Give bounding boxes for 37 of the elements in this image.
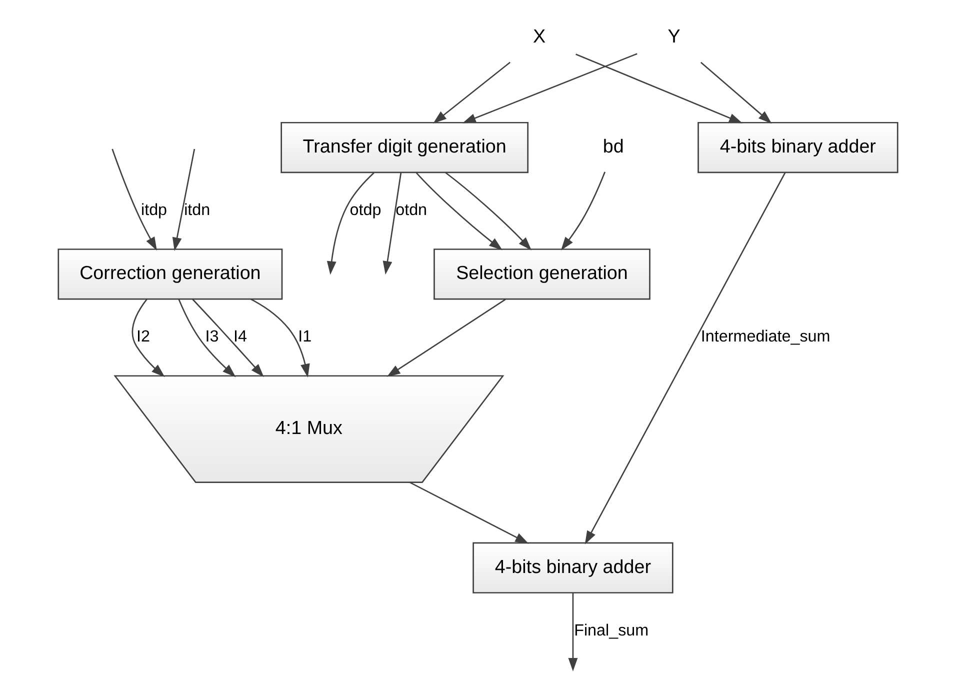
- node-text: X: [533, 26, 546, 47]
- node-box: Correction generation: [58, 248, 283, 300]
- arrow: [382, 172, 402, 275]
- arrow: [568, 592, 578, 672]
- node-box: 4-bits binary adder: [698, 122, 898, 174]
- edge-label: otdp: [350, 201, 382, 220]
- edge-label: otdn: [396, 201, 428, 220]
- edge-label: itdp: [141, 201, 168, 220]
- node-box: Selection generation: [434, 248, 650, 300]
- arrow: [410, 482, 529, 544]
- edge-label: Final_sum: [574, 621, 649, 640]
- edge-label: I1: [298, 328, 312, 346]
- arrow: [560, 172, 606, 250]
- arrow: [172, 148, 196, 251]
- edge-label: I4: [234, 328, 247, 346]
- arrow: [584, 172, 786, 544]
- edge-label: I3: [205, 328, 219, 346]
- arrow: [462, 53, 638, 124]
- arrow: [132, 298, 165, 378]
- node-box: 4-bits binary adder: [472, 542, 674, 594]
- arrow: [250, 298, 310, 378]
- edge-label: itdn: [184, 201, 210, 220]
- arrow: [326, 172, 374, 275]
- arrow: [192, 298, 264, 378]
- arrow: [386, 298, 506, 377]
- node-text: Y: [668, 26, 680, 47]
- edge-label: Intermediate_sum: [700, 328, 830, 346]
- arrow: [576, 54, 743, 124]
- arrow: [433, 62, 510, 124]
- arrow: [416, 172, 502, 250]
- edge-label: I2: [136, 328, 150, 346]
- arrow: [445, 172, 532, 250]
- arrow: [178, 299, 236, 378]
- arrow: [112, 148, 157, 251]
- node-text: bd: [602, 136, 624, 157]
- arrow: [700, 62, 772, 124]
- node-box: Transfer digit generation: [280, 122, 529, 174]
